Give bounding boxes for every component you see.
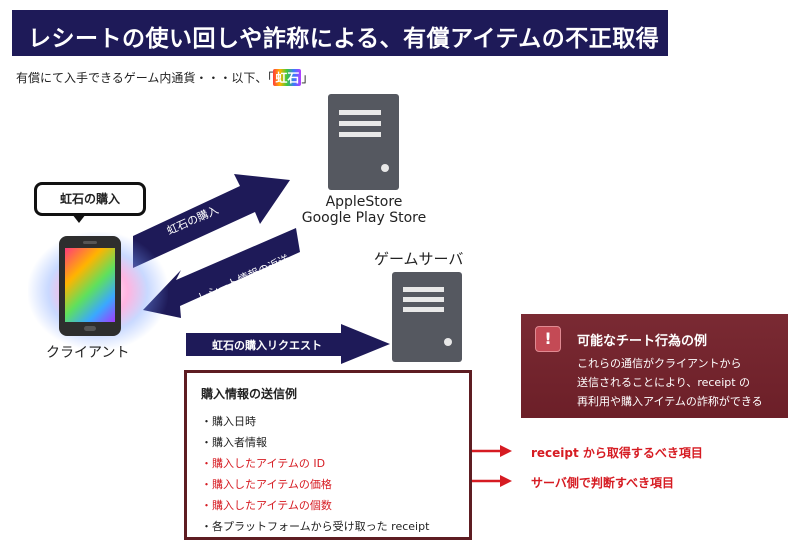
- receipt-items-label: receipt から取得するべき項目: [531, 446, 703, 460]
- server-judge-connector-head: [500, 475, 512, 487]
- purchase-request-arrow: [186, 324, 390, 364]
- warning-icon: !: [535, 326, 561, 352]
- info-item-price: ・購入したアイテムの価格: [201, 478, 332, 491]
- info-item: ・購入者情報: [201, 436, 267, 449]
- purchase-info-title: 購入情報の送信例: [201, 387, 298, 401]
- id-connector-head: [500, 445, 512, 457]
- store-label-apple: AppleStore: [325, 194, 403, 210]
- speech-bubble: 虹石の購入: [34, 182, 146, 216]
- purchase-info-box: 購入情報の送信例 ・購入日時 ・購入者情報 ・購入したアイテムの ID ・購入し…: [184, 370, 472, 540]
- currency-note-close: 」: [301, 71, 314, 85]
- currency-note-text: 有償にて入手できるゲーム内通貨・・・以下、「: [16, 71, 274, 85]
- server-icon: [392, 272, 462, 362]
- speech-bubble-tail: [72, 214, 86, 223]
- info-item: ・購入日時: [201, 415, 256, 428]
- currency-note: 有償にて入手できるゲーム内通貨・・・以下、「虹石」: [16, 69, 313, 86]
- purchase-request-label: 虹石の購入リクエスト: [212, 339, 322, 352]
- cheat-example-box: ! 可能なチート行為の例 これらの通信がクライアントから 送信されることにより、…: [521, 314, 788, 418]
- cheat-line: 再利用や購入アイテムの詐称ができる: [577, 395, 763, 408]
- page-title: レシートの使い回しや詐称による、有償アイテムの不正取得: [12, 10, 668, 56]
- cheat-line: 送信されることにより、receipt の: [577, 376, 751, 389]
- info-item-count: ・購入したアイテムの個数: [201, 499, 332, 512]
- store-label-google: Google Play Store: [301, 210, 427, 226]
- server-icon: [328, 94, 399, 190]
- smartphone-icon: [59, 236, 121, 336]
- store-label: AppleStore Google Play Store: [286, 194, 442, 226]
- server-judge-items-label: サーバ側で判断すべき項目: [531, 476, 675, 490]
- cheat-line: これらの通信がクライアントから: [577, 357, 742, 370]
- coin-label: 虹石: [273, 69, 302, 86]
- cheat-title: 可能なチート行為の例: [577, 334, 708, 349]
- game-server-label: ゲームサーバ: [374, 250, 464, 268]
- info-item-id: ・購入したアイテムの ID: [201, 457, 326, 470]
- client-label: クライアント: [46, 345, 130, 361]
- receipt-return-arrow: [143, 228, 300, 318]
- purchase-arrow: [133, 174, 290, 268]
- cheat-description: これらの通信がクライアントから 送信されることにより、receipt の 再利用…: [577, 354, 763, 411]
- info-item-receipt: ・各プラットフォームから受け取った receipt: [201, 520, 430, 533]
